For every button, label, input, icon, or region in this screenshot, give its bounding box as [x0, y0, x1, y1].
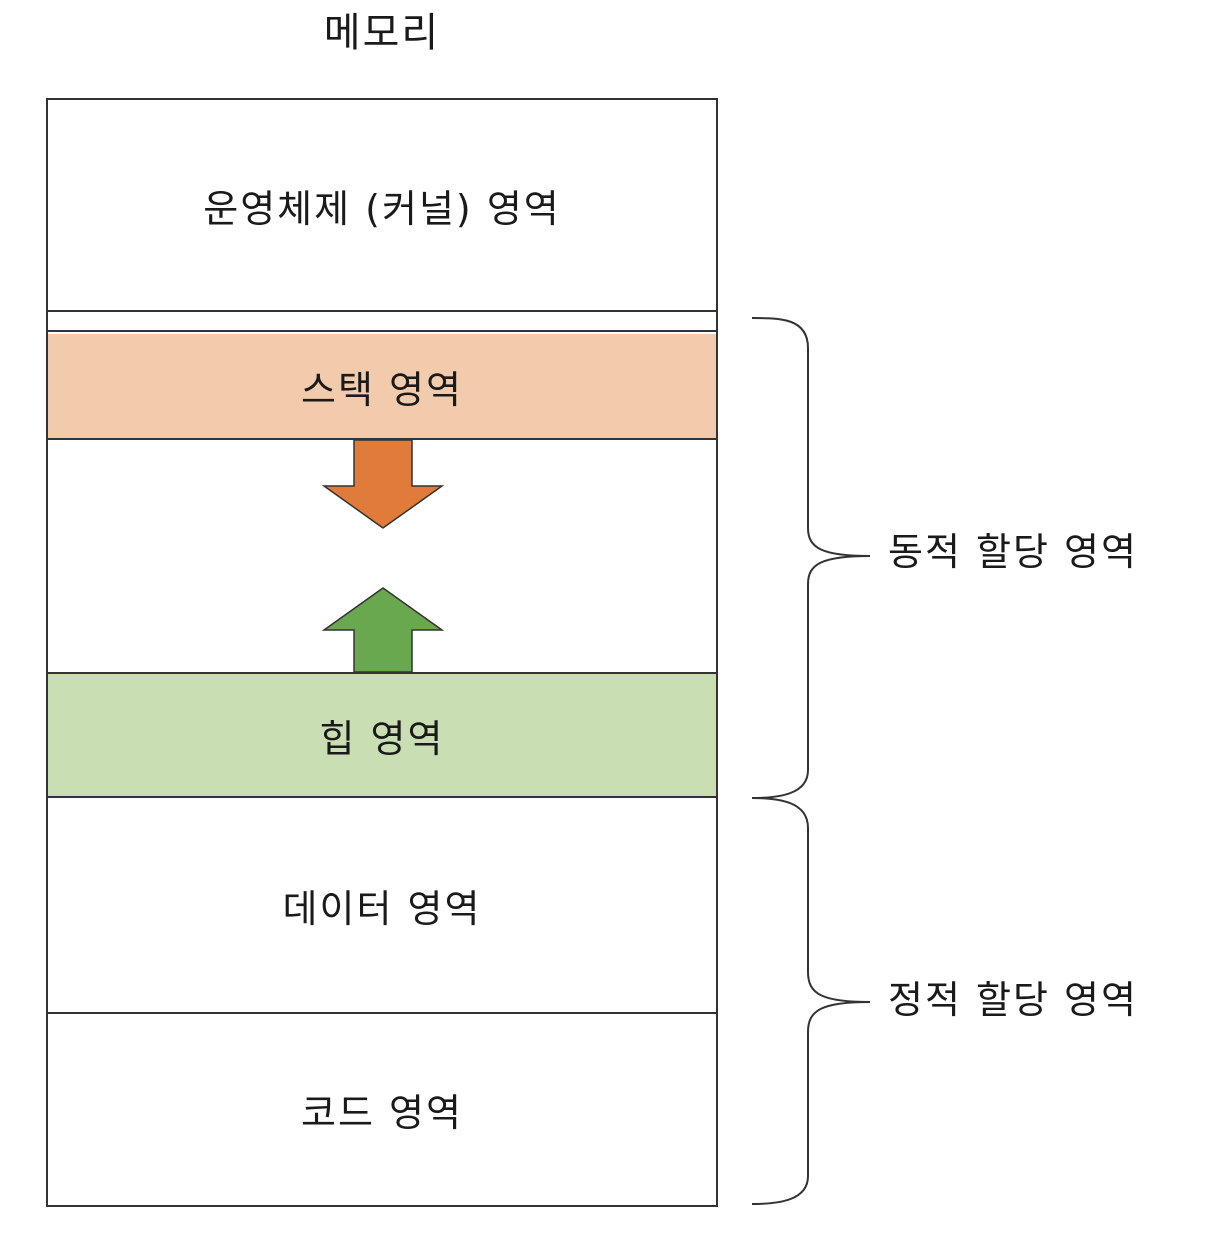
- diagram-title: 메모리: [323, 10, 441, 56]
- static-allocation-brace-icon: [751, 797, 871, 1205]
- heap-growth-up-arrow-icon: [321, 587, 445, 672]
- memory-block: 운영체제 (커널) 영역 스택 영역 힙 영역 데이터 영역 코드 영역: [46, 98, 718, 1207]
- static-allocation-label: 정적 할당 영역: [888, 978, 1138, 1022]
- os-kernel-region: 운영체제 (커널) 영역: [48, 100, 716, 312]
- code-region-label: 코드 영역: [301, 1091, 463, 1135]
- data-region: 데이터 영역: [48, 798, 716, 1014]
- dynamic-allocation-label: 동적 할당 영역: [888, 530, 1138, 574]
- growth-arrows: [321, 440, 445, 672]
- stack-growth-down-arrow-icon: [321, 440, 445, 529]
- stack-region: 스택 영역: [48, 334, 716, 440]
- code-region: 코드 영역: [48, 1014, 716, 1205]
- heap-region-label: 힙 영역: [319, 716, 445, 761]
- stack-region-label: 스택 영역: [301, 367, 463, 412]
- dynamic-allocation-brace-icon: [751, 317, 871, 799]
- os-kernel-region-label: 운영체제 (커널) 영역: [203, 186, 561, 231]
- reserved-gap-band: [48, 312, 716, 332]
- heap-region: 힙 영역: [48, 672, 716, 798]
- data-region-label: 데이터 영역: [282, 886, 482, 931]
- free-space: [48, 440, 716, 672]
